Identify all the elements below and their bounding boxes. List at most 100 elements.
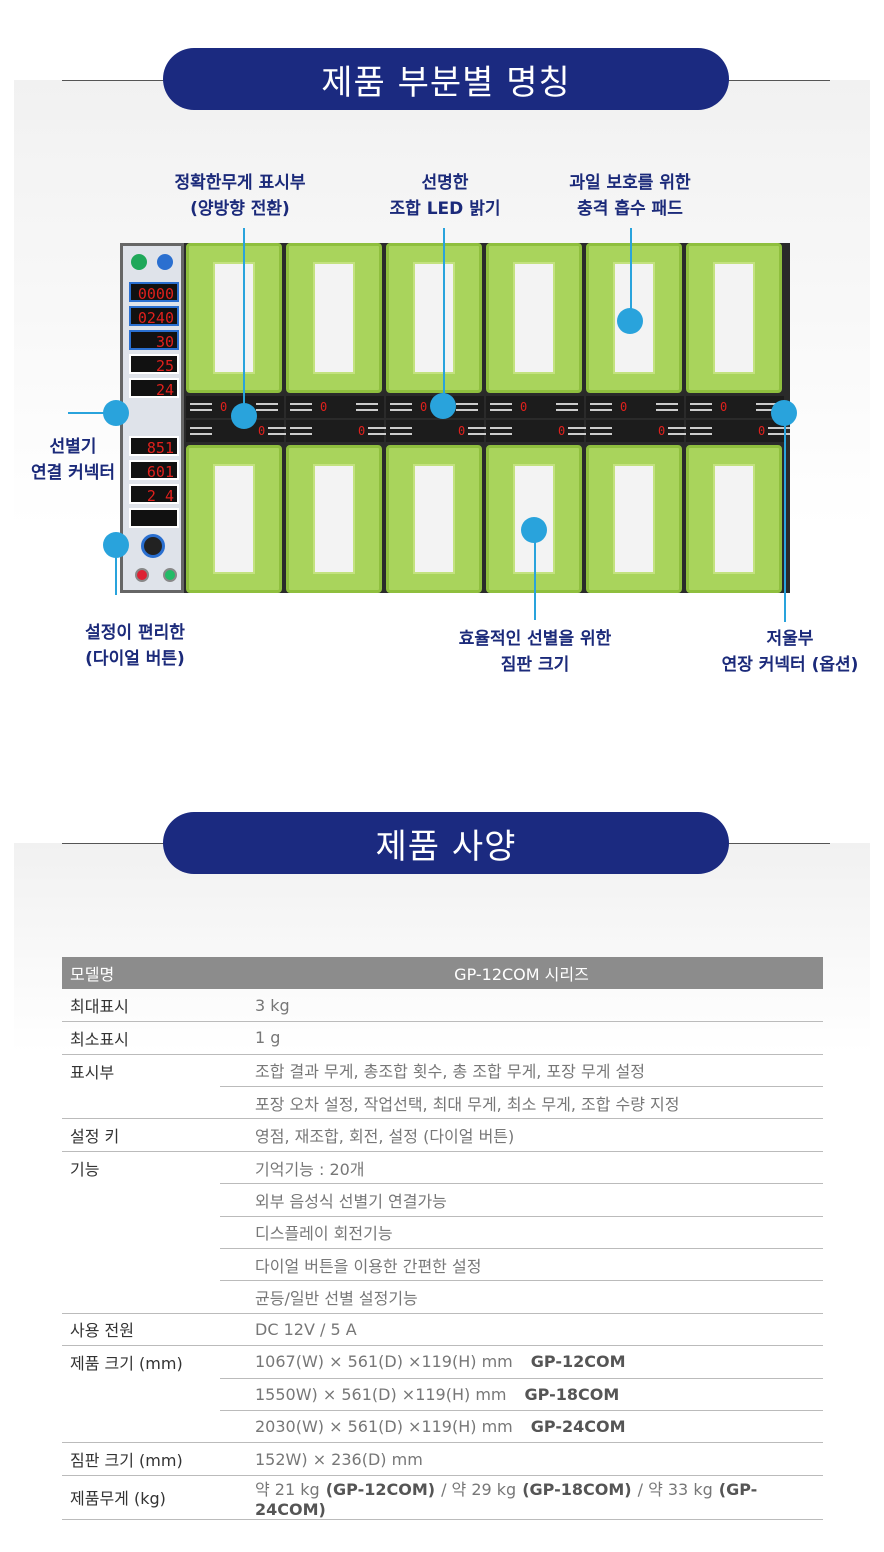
row-value: 기억기능 : 20개	[220, 1151, 823, 1185]
row-value: 포장 오차 설정, 작업선택, 최대 무게, 최소 무게, 조합 수량 지정	[220, 1086, 823, 1120]
callout-dot	[103, 400, 129, 426]
model-name: (GP-18COM)	[522, 1479, 632, 1499]
row-value: 외부 음성식 선별기 연결가능	[220, 1183, 823, 1217]
shock-pad	[713, 262, 755, 374]
row-value: DC 12V / 5 A	[220, 1313, 823, 1347]
dial-knob[interactable]	[141, 534, 165, 558]
weighing-tray	[286, 445, 382, 593]
weighing-tray	[686, 243, 782, 393]
shock-pad	[313, 262, 355, 374]
weighing-tray	[186, 243, 282, 393]
indicator-bar	[468, 427, 490, 429]
button[interactable]	[163, 568, 177, 582]
indicator-bar	[756, 409, 778, 411]
indicator-bar	[668, 427, 690, 429]
callout-text: 효율적인 선별을 위한	[458, 629, 612, 649]
row-value: 디스플레이 회전기능	[220, 1216, 823, 1250]
value-text: 균등/일반 선별 설정기능	[255, 1289, 418, 1309]
led-display: 851	[129, 436, 179, 457]
indicator-bar	[290, 409, 312, 411]
value-text: 포장 오차 설정, 작업선택, 최대 무게, 최소 무게, 조합 수량 지정	[255, 1094, 680, 1114]
callout-dot	[617, 308, 643, 334]
weight-value: / 약 33 kg	[637, 1479, 713, 1499]
tray-led-display: 0	[286, 420, 390, 442]
indicator-bar	[668, 433, 690, 435]
indicator-bar	[390, 409, 412, 411]
table-row: 포장 오차 설정, 작업선택, 최대 무게, 최소 무게, 조합 수량 지정	[62, 1086, 823, 1120]
shock-pad	[213, 262, 255, 374]
callout-line	[243, 228, 245, 416]
callout-text: 과일 보호를 위한	[569, 173, 691, 193]
shock-pad	[213, 464, 255, 574]
value-text: 1067(W) × 561(D) ×119(H) mm	[255, 1352, 513, 1372]
row-label: 최소표시	[62, 1021, 220, 1055]
row-label: 최대표시	[62, 989, 220, 1023]
row-value: 1 g	[220, 1021, 823, 1055]
section-title-parts: 제품 부분별 명칭	[163, 48, 729, 110]
row-label	[62, 1410, 220, 1444]
indicator-bar	[190, 403, 212, 405]
header-label: 모델명	[62, 957, 220, 990]
weighing-tray	[186, 445, 282, 593]
value-text: DC 12V / 5 A	[255, 1319, 357, 1339]
indicator-bar	[190, 409, 212, 411]
callout-dot	[231, 403, 257, 429]
callout-text: (다이얼 버튼)	[85, 649, 185, 669]
indicator-bar	[390, 403, 412, 405]
shock-pad	[513, 262, 555, 374]
indicator-bar	[768, 433, 790, 435]
row-label: 설정 키	[62, 1118, 220, 1152]
row-value: 균등/일반 선별 설정기능	[220, 1280, 823, 1314]
indicator-bar	[190, 427, 212, 429]
callout-text: 선명한	[421, 173, 469, 193]
indicator-bar	[490, 433, 512, 435]
weighing-tray	[486, 243, 582, 393]
row-label: 제품 크기 (mm)	[70, 1354, 183, 1374]
indicator-bar	[568, 433, 590, 435]
tray-led-display: 0	[286, 396, 384, 418]
table-row: 짐판 크기 (mm)152W) × 236(D) mm	[62, 1442, 823, 1476]
row-label	[62, 1280, 220, 1314]
indicator-bar	[768, 427, 790, 429]
button[interactable]	[135, 568, 149, 582]
indicator-bar	[690, 433, 712, 435]
callout-text: 조합 LED 밝기	[389, 199, 501, 219]
value-text: 기억기능 : 20개	[255, 1159, 365, 1179]
row-label	[62, 1378, 220, 1410]
indicator-bar	[456, 403, 478, 405]
weighing-tray	[286, 243, 382, 393]
indicator-bar	[390, 427, 412, 429]
value-text: 영점, 재조합, 회전, 설정 (다이얼 버튼)	[255, 1127, 515, 1147]
indicator-bar	[256, 409, 278, 411]
indicator-bar	[556, 409, 578, 411]
tray-led-display: 0	[586, 396, 684, 418]
tray-led-display: 0	[686, 420, 790, 442]
tray-led-display: 0	[386, 420, 490, 442]
indicator-bar	[290, 427, 312, 429]
indicator-bar	[756, 403, 778, 405]
indicator-bar	[556, 403, 578, 405]
weighing-tray	[386, 445, 482, 593]
tray-led-display: 0	[486, 420, 590, 442]
shock-pad	[613, 464, 655, 574]
row-label	[62, 1184, 220, 1216]
indicator-bar	[368, 433, 390, 435]
led-display: 0240	[129, 306, 179, 327]
row-value: 영점, 재조합, 회전, 설정 (다이얼 버튼)	[220, 1118, 823, 1152]
callout-dot	[430, 393, 456, 419]
indicator-bar	[490, 427, 512, 429]
indicator-bar	[656, 403, 678, 405]
indicator-bar	[490, 409, 512, 411]
weighing-tray	[586, 445, 682, 593]
